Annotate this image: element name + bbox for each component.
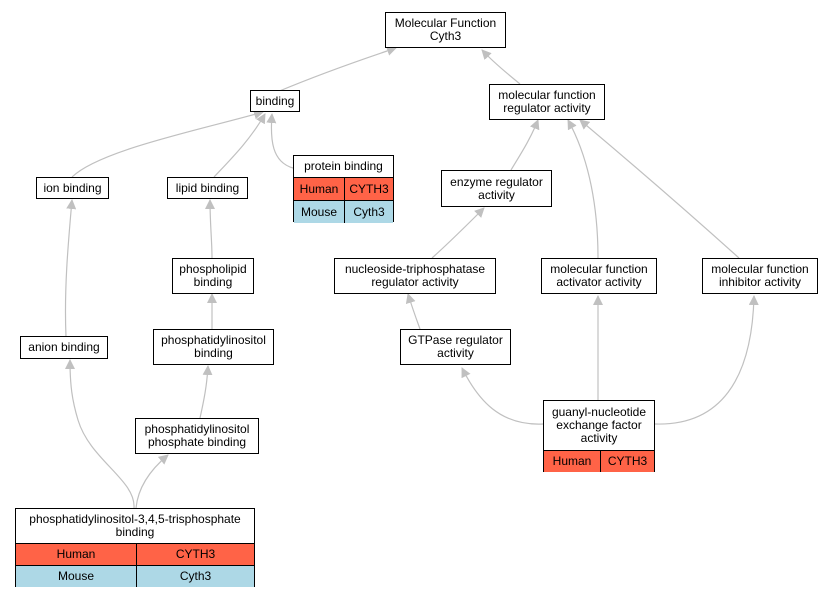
edge-binding-to-mf-cyth3 [276,46,397,93]
gene-cell: CYTH3 [600,451,654,472]
node-mf-regulator-activity[interactable]: molecular function regulator activity [489,84,605,120]
species-cell: Human [294,178,344,200]
node-enzyme-regulator-activity[interactable]: enzyme regulator activity [441,170,552,207]
node-molecular-function-cyth3[interactable]: Molecular Function Cyth3 [385,12,506,48]
node-title: phosphatidylinositol-3,4,5-trisphosphate… [29,512,241,539]
node-pip3-binding[interactable]: phosphatidylinositol-3,4,5-trisphosphate… [15,508,255,587]
node-binding[interactable]: binding [250,90,300,112]
annotation-row: Human CYTH3 [16,543,254,565]
edge-activator-to-regulator [567,119,599,259]
gene-cell: Cyth3 [136,566,254,587]
edge-gef-to-gtpase [461,367,544,425]
edge-anion-to-ion-binding [64,199,77,338]
annotation-row: Human CYTH3 [294,177,393,200]
edge-phospholipid-to-lipid-binding [205,199,216,259]
node-anion-binding[interactable]: anion binding [20,336,108,359]
edge-ptdinsp-to-ptdins [199,365,213,419]
node-phosphatidylinositol-binding[interactable]: phosphatidylinositol binding [153,329,274,365]
species-cell: Human [16,544,136,565]
node-ntpase-regulator-activity[interactable]: nucleoside-triphosphatase regulator acti… [334,258,496,294]
species-cell: Mouse [294,201,344,223]
annotation-row: Mouse Cyth3 [294,200,393,223]
edge-ion-binding-to-binding [71,109,264,178]
node-title: guanyl-nucleotide exchange factor activi… [551,405,647,445]
gene-cell: CYTH3 [344,178,393,200]
edge-gtpase-to-ntpase [405,293,421,330]
node-gtpase-regulator-activity[interactable]: GTPase regulator activity [400,329,511,365]
species-cell: Mouse [16,566,136,587]
edge-lipid-binding-to-binding [213,113,266,178]
node-protein-binding[interactable]: protein binding Human CYTH3 Mouse Cyth3 [293,155,394,223]
edge-gef-to-inhibitor [654,295,759,425]
edge-pip3-to-ptdinsp [135,454,169,509]
node-phosphatidylinositol-phosphate-binding[interactable]: phosphatidylinositol phosphate binding [135,418,259,454]
edge-ntpase-to-enzyme-regulator [431,207,485,259]
edge-protein-binding-to-binding [266,113,294,169]
edge-pip3-to-anion [65,359,135,509]
node-title: protein binding [304,159,383,173]
edge-enzyme-regulator-to-regulator [510,119,540,171]
species-cell: Human [544,451,600,472]
annotation-row: Human CYTH3 [544,450,654,472]
edge-regulator-to-mf-cyth3 [481,49,521,85]
gene-cell: Cyth3 [344,201,393,223]
node-mf-activator-activity[interactable]: molecular function activator activity [541,258,657,294]
node-ion-binding[interactable]: ion binding [36,177,109,199]
node-lipid-binding[interactable]: lipid binding [167,177,248,199]
annotation-row: Mouse Cyth3 [16,565,254,587]
node-mf-inhibitor-activity[interactable]: molecular function inhibitor activity [702,258,818,294]
node-phospholipid-binding[interactable]: phospholipid binding [172,258,254,294]
edge-inhibitor-to-regulator [579,119,740,259]
node-guanyl-nucleotide-exchange-factor-activity[interactable]: guanyl-nucleotide exchange factor activi… [543,400,655,472]
gene-cell: CYTH3 [136,544,254,565]
